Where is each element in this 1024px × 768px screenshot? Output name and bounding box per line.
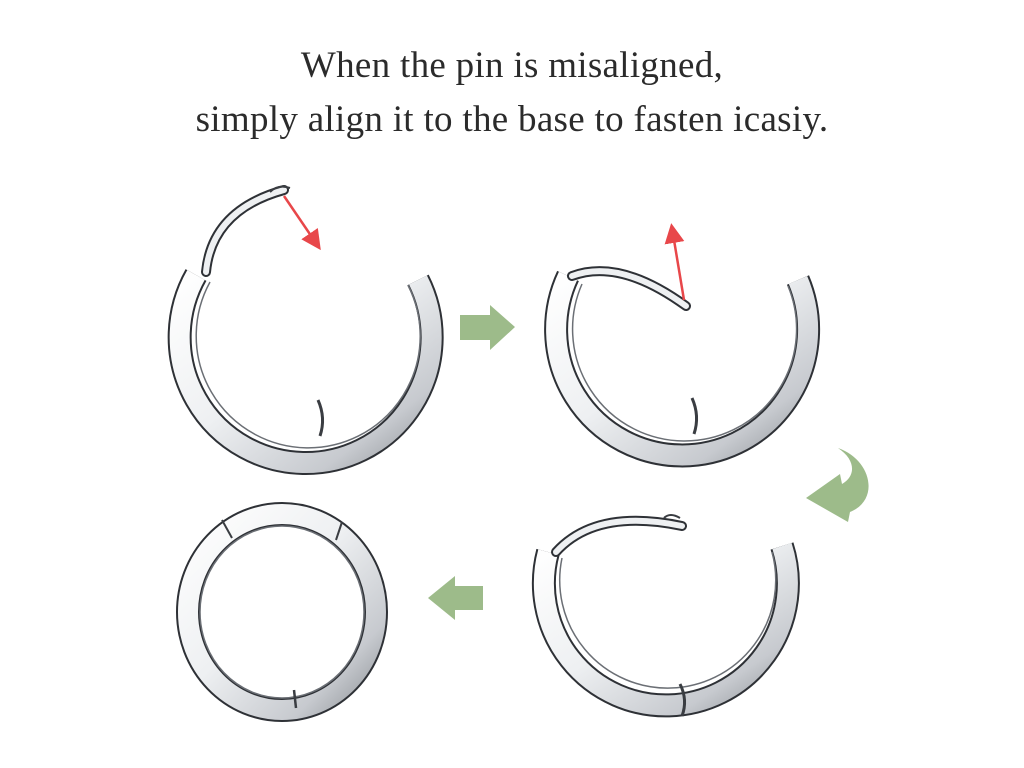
flow-arrow-right-icon	[460, 305, 515, 350]
hoop-step-2	[544, 223, 821, 468]
hoop-step-3	[531, 514, 800, 718]
flow-arrow-left-icon	[428, 576, 483, 620]
caption-line-1: When the pin is misaligned,	[300, 45, 724, 86]
hoop-step-4	[176, 502, 388, 722]
direction-arrow-down-right	[282, 195, 321, 251]
caption-line-2: simply align it to the base to fasten ic…	[195, 99, 829, 140]
flow-arrow-curved-icon	[806, 448, 869, 522]
direction-arrow-up	[664, 223, 686, 301]
hoop-step-1	[167, 185, 444, 476]
